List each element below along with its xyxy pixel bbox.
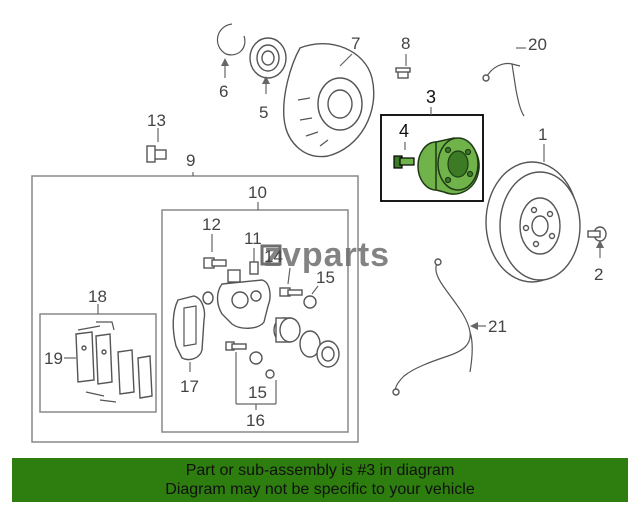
snap-ring <box>216 23 246 56</box>
brake-pad-set <box>75 321 153 403</box>
hub-bolt <box>393 155 415 169</box>
callout-3: 3 <box>426 87 436 107</box>
bracket-bolt <box>225 341 247 351</box>
bleeder-cap <box>249 351 263 365</box>
dust-shield <box>282 43 375 158</box>
callout-7: 7 <box>351 34 360 53</box>
callout-15-bottom: 15 <box>248 383 267 402</box>
callout-16: 16 <box>246 411 265 430</box>
shield-bolt <box>395 67 411 79</box>
callout-8: 8 <box>401 34 410 53</box>
callout-14: 14 <box>264 247 283 266</box>
callout-20: 20 <box>528 35 547 54</box>
caliper-bolt <box>279 287 303 297</box>
part-info-banner: Part or sub-assembly is #3 in diagram Di… <box>12 458 628 502</box>
bleeder-screw <box>249 261 259 275</box>
caliper-bracket <box>172 295 206 361</box>
guide-bolt <box>203 257 227 269</box>
callout-1: 1 <box>538 125 547 144</box>
caliper-subassembly-box <box>161 209 349 433</box>
callout-13: 13 <box>147 111 166 130</box>
callout-11: 11 <box>244 229 262 248</box>
caliper-assembly-box <box>31 175 359 443</box>
abs-sensor-cable <box>394 261 473 393</box>
banner-part-text: Part or sub-assembly is #3 in diagram <box>185 462 455 479</box>
caliper-piston <box>273 317 301 343</box>
banner-disclaimer-text: Diagram may not be specific to your vehi… <box>165 481 475 498</box>
bolt-cap-top <box>303 295 317 309</box>
caliper-mount-bolt <box>146 145 167 163</box>
callout-18: 18 <box>88 287 107 306</box>
watermark-logo: zvparts <box>260 236 390 274</box>
callout-9: 9 <box>186 151 195 170</box>
callout-6: 6 <box>219 82 228 101</box>
callout-17: 17 <box>180 377 199 396</box>
callout-5: 5 <box>259 103 268 122</box>
callout-4: 4 <box>399 121 409 141</box>
disc-screw <box>587 226 607 242</box>
callout-21: 21 <box>488 317 507 336</box>
callout-15-top: 15 <box>316 268 335 287</box>
callout-2: 2 <box>594 265 603 284</box>
callout-19: 19 <box>44 349 63 368</box>
caliper-body <box>216 269 271 329</box>
speed-sensor <box>485 62 525 117</box>
svg-text:zvparts: zvparts <box>264 236 390 274</box>
wheel-hub <box>417 137 480 195</box>
brake-disc <box>485 161 581 283</box>
callout-12: 12 <box>202 215 221 234</box>
guide-pin-boot <box>202 291 214 305</box>
hub-assembly-box <box>380 114 484 202</box>
callout-10: 10 <box>248 183 267 202</box>
